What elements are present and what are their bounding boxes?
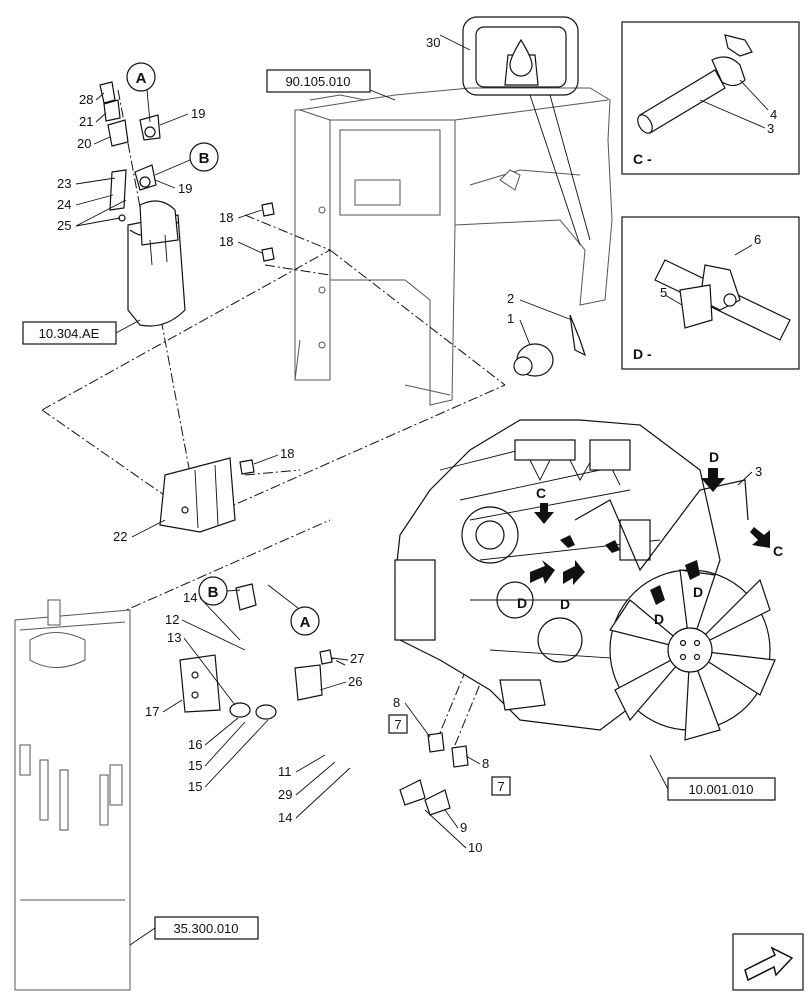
callouts: 30 28 21 20 19 19 23 24 25 18 18 18 22 2… — [57, 35, 777, 855]
fitting-21 — [103, 99, 121, 122]
view-d-label-5: D — [693, 584, 703, 600]
bushing-and-pin — [513, 314, 587, 377]
ref-box-filter: 10.304.AE — [22, 319, 141, 345]
tank-structure — [14, 599, 131, 991]
leader-30-a — [549, 94, 591, 241]
svg-text:A: A — [300, 614, 311, 631]
callout-23: 23 — [57, 176, 71, 191]
circle-ref-a-mid: A — [267, 584, 320, 636]
view-arrows — [530, 468, 770, 605]
detail-c-label: C - — [633, 151, 652, 167]
callout-12: 12 — [165, 612, 179, 627]
callout-4: 4 — [770, 107, 777, 122]
hose-assembly — [179, 574, 469, 816]
bracket-22 — [159, 457, 236, 533]
svg-text:B: B — [199, 150, 210, 167]
callout-26: 26 — [348, 674, 362, 689]
ref-engine-label: 10.001.010 — [688, 782, 753, 797]
assembly-boundary — [41, 249, 506, 521]
bracket-26 — [294, 664, 323, 701]
detail-d-label: D - — [633, 346, 652, 362]
callout-15-a: 15 — [188, 758, 202, 773]
filter-axis — [117, 89, 196, 501]
svg-text:7: 7 — [394, 717, 401, 732]
view-c-label-1: C — [773, 543, 783, 559]
callout-3-detail: 3 — [767, 121, 774, 136]
bolt-axis-lower — [264, 264, 331, 276]
callout-2: 2 — [507, 291, 514, 306]
callout-16: 16 — [188, 737, 202, 752]
detail-d — [621, 216, 800, 370]
callout-18-b: 18 — [219, 234, 233, 249]
ref-box-tank: 35.300.010 — [129, 916, 259, 946]
bolt-axis-upper — [244, 214, 331, 251]
callout-1: 1 — [507, 311, 514, 326]
svg-text:A: A — [136, 70, 147, 87]
view-c-label-2: C — [536, 485, 546, 501]
callout-8-left: 8 — [393, 695, 400, 710]
callout-11: 11 — [278, 764, 292, 779]
callout-20: 20 — [77, 136, 91, 151]
callout-18-a: 18 — [219, 210, 233, 225]
leader-30-b — [529, 94, 581, 246]
callout-8-right: 8 — [482, 756, 489, 771]
fitting-20 — [107, 119, 129, 147]
callout-30: 30 — [426, 35, 440, 50]
fitting-8-left — [427, 732, 445, 753]
filter-assembly — [99, 81, 186, 327]
ref-filter-label: 10.304.AE — [39, 326, 100, 341]
view-d-label-2: D — [517, 595, 527, 611]
callout-19-top: 19 — [191, 106, 205, 121]
fan-hub — [667, 627, 713, 673]
circle-ref-a-top: A — [126, 62, 156, 123]
navigation-arrow-icon[interactable] — [732, 933, 804, 991]
callout-9: 9 — [460, 820, 467, 835]
callout-6: 6 — [754, 232, 761, 247]
fluid-icon-30 — [462, 16, 579, 96]
assembly-boundary-lower — [114, 519, 331, 616]
frame-structure — [294, 87, 613, 406]
ref-frame-label: 90.105.010 — [285, 74, 350, 89]
view-d-label-4: D — [654, 611, 664, 627]
fitting-8-right — [451, 745, 469, 768]
bolts-18 — [239, 202, 333, 665]
ref-tank-label: 35.300.010 — [173, 921, 238, 936]
callout-18-c: 18 — [280, 446, 294, 461]
circle-ref-b-mid: B — [198, 576, 241, 606]
callout-3-engine: 3 — [755, 464, 762, 479]
clamp-24 — [109, 169, 127, 211]
bracket-17 — [179, 654, 221, 713]
ref-box-engine: 10.001.010 — [649, 754, 776, 801]
ref-box-frame: 90.105.010 — [266, 69, 396, 101]
callout-21: 21 — [79, 114, 93, 129]
callout-22: 22 — [113, 529, 127, 544]
callout-28: 28 — [79, 92, 93, 107]
leader-30 — [439, 34, 471, 51]
circle-ref-b-top: B — [154, 142, 219, 176]
view-d-label-3: D — [560, 596, 570, 612]
callout-5: 5 — [660, 285, 667, 300]
callout-13: 13 — [167, 630, 181, 645]
callout-14-top: 14 — [183, 590, 197, 605]
view-d-label-1: D — [709, 449, 719, 465]
bolt-axis-bracket — [244, 469, 301, 476]
detail-c — [621, 21, 800, 175]
engine-assembly — [394, 419, 776, 741]
svg-text:7: 7 — [497, 779, 504, 794]
fitting-28 — [99, 81, 116, 104]
boxed-callout-7-left: 7 — [388, 714, 408, 734]
callout-19-lower: 19 — [178, 181, 192, 196]
callout-27: 27 — [350, 651, 364, 666]
callout-14-bottom: 14 — [278, 810, 292, 825]
callout-17: 17 — [145, 704, 159, 719]
callout-25: 25 — [57, 218, 71, 233]
boxed-callout-7-right: 7 — [491, 776, 511, 796]
callout-15-b: 15 — [188, 779, 202, 794]
callout-29: 29 — [278, 787, 292, 802]
callout-10: 10 — [468, 840, 482, 855]
svg-text:B: B — [208, 584, 219, 601]
callout-24: 24 — [57, 197, 71, 212]
